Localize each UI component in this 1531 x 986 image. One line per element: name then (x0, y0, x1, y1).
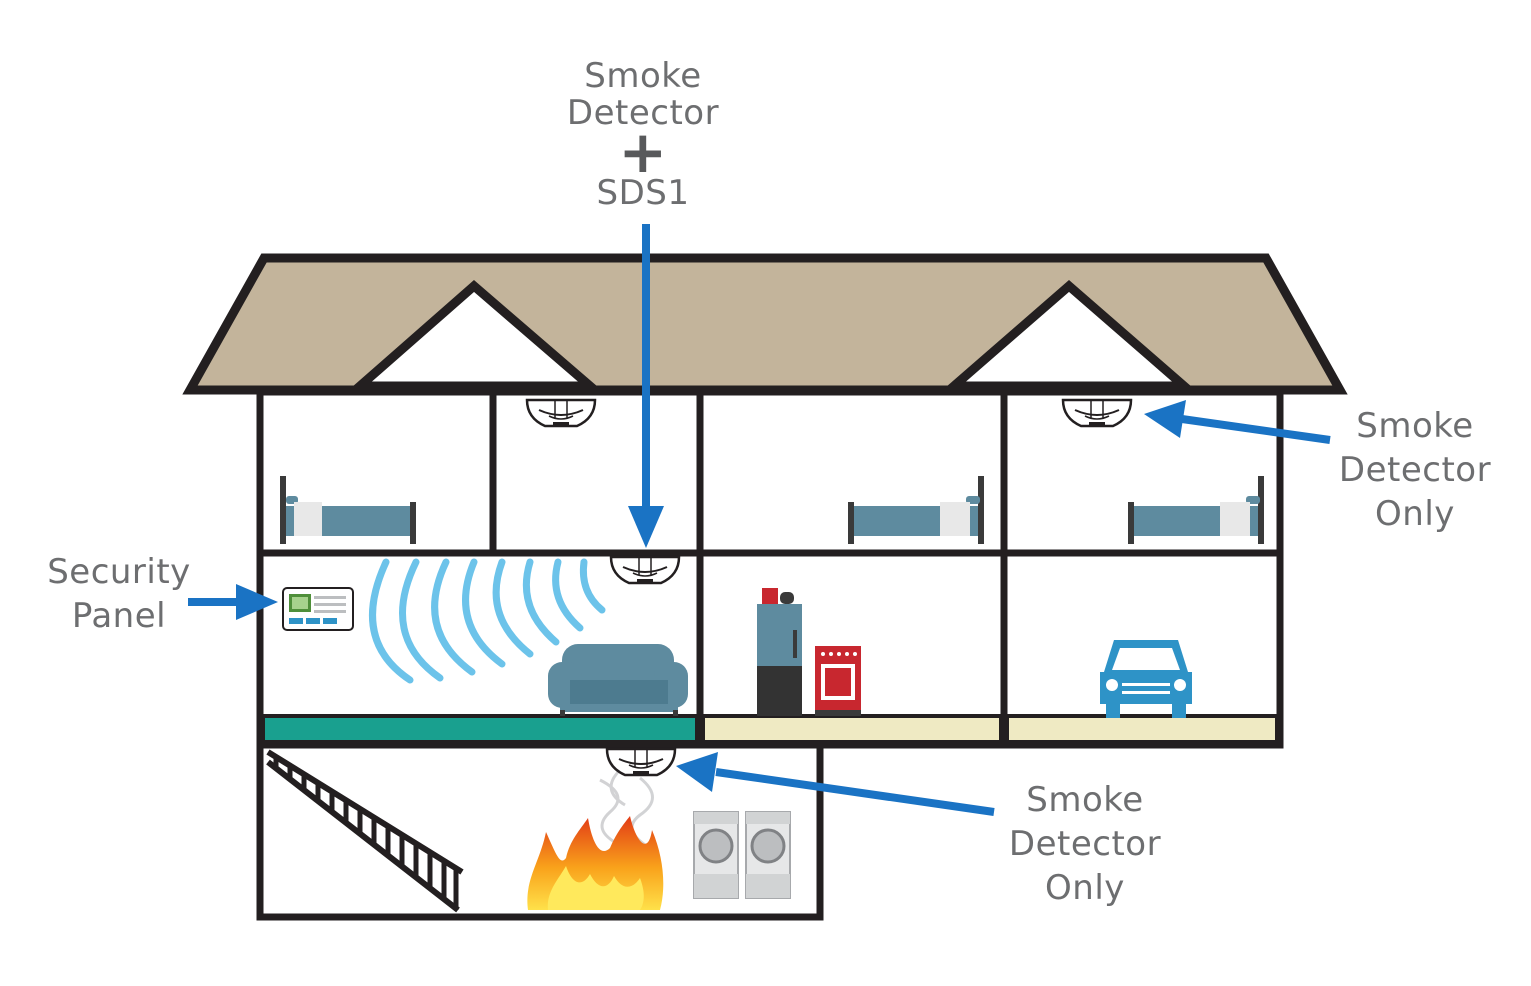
label-smoke-detector-plus-sds1: Smoke Detector + SDS1 (543, 58, 743, 212)
living-room-floor (261, 714, 699, 744)
arrow-to-basement-detector (715, 768, 995, 816)
kitchen-floor (701, 714, 1003, 744)
bed-icon (280, 476, 416, 544)
washer-dryer-icon (693, 811, 791, 899)
label-security-panel: Security Panel (30, 550, 208, 638)
label-line: Smoke (584, 56, 702, 96)
label-line: SDS1 (596, 172, 690, 213)
roof (182, 253, 1348, 395)
label-line: Panel (71, 596, 167, 637)
car-icon (1100, 640, 1192, 718)
wireless-signal-icon (369, 558, 606, 684)
label-line: Detector (566, 92, 720, 133)
fire-icon (527, 816, 664, 910)
label-line: Smoke (1356, 406, 1474, 446)
sofa-icon (548, 644, 688, 716)
label-line: Only (1375, 494, 1455, 535)
smoke-detector-icon (605, 747, 677, 778)
label-line: Detector (1008, 824, 1162, 865)
refrigerator-icon (757, 588, 802, 716)
arrow-to-attic-detector (1181, 415, 1331, 444)
stove-icon (815, 646, 861, 716)
smoke-detector-icon (525, 398, 597, 429)
basement (256, 745, 824, 921)
smoke-detector-icon (1061, 398, 1133, 429)
smoke-detector-icon (609, 555, 681, 586)
label-line: Only (1045, 868, 1125, 909)
label-smoke-detector-only-basement: Smoke Detector Only (990, 778, 1180, 911)
callout-arrows (188, 224, 1331, 816)
label-line: Smoke (1026, 780, 1144, 820)
label-line: Detector (1338, 450, 1492, 491)
security-panel-icon (282, 587, 354, 631)
house-frame (256, 388, 1284, 749)
staircase-icon (266, 749, 464, 913)
label-line: Security (47, 552, 191, 592)
plus-sign: + (618, 118, 668, 187)
bed-icon (1128, 476, 1264, 544)
garage-floor (1005, 714, 1279, 744)
bed-icon (848, 476, 984, 544)
label-smoke-detector-only-attic: Smoke Detector Only (1320, 404, 1510, 537)
